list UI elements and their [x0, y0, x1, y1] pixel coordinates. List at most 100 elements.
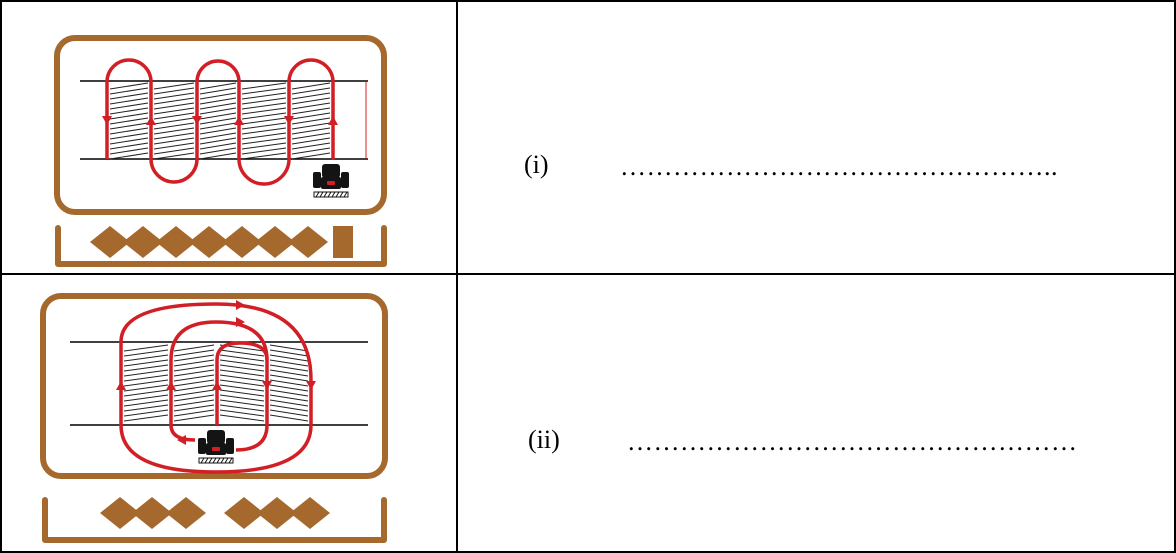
arrow-left	[177, 435, 186, 445]
hatch-line	[291, 92, 331, 100]
hatch-line	[219, 369, 265, 377]
hatch-line	[173, 349, 215, 357]
tractor-icon	[198, 430, 234, 464]
hatch-line	[241, 122, 287, 130]
hatch-line	[109, 107, 149, 115]
row-1-answer-blank[interactable]: …………………………………………..	[620, 152, 1058, 181]
hatch-line	[291, 152, 331, 160]
hatch-line	[219, 354, 265, 362]
field-boundary	[40, 293, 388, 479]
hatch-line	[123, 389, 169, 397]
hatch-line	[219, 384, 265, 392]
hatch-line	[173, 389, 215, 397]
row-1-label: (i)	[524, 150, 549, 179]
hatch-line	[241, 82, 287, 90]
hatch-line	[153, 127, 195, 135]
hatch-line	[291, 132, 331, 140]
hatch-line	[153, 107, 195, 115]
row-2-label: (ii)	[528, 425, 560, 454]
hatch-line	[269, 354, 309, 362]
hatch-line	[199, 147, 237, 155]
hatch-line	[153, 122, 195, 130]
hay-bale	[288, 226, 328, 258]
hatch-line	[291, 87, 331, 95]
arrow-up	[328, 116, 338, 125]
hatch-line	[173, 369, 215, 377]
hatch-line	[269, 389, 309, 397]
arrow-right	[236, 317, 245, 327]
hatch-line	[153, 87, 195, 95]
hatch-line	[109, 142, 149, 150]
hatch-line	[199, 107, 237, 115]
hatch-line	[173, 394, 215, 402]
hatch-line	[173, 364, 215, 372]
hatch-line	[269, 374, 309, 382]
hatch-line	[269, 384, 309, 392]
hatch-line	[123, 394, 169, 402]
hatch-line	[123, 344, 169, 352]
arrow-up	[146, 116, 156, 125]
arrow-right	[236, 300, 245, 310]
hatch-line	[269, 369, 309, 377]
hatch-line	[241, 102, 287, 110]
hatch-line	[123, 409, 169, 417]
hatch-line	[241, 152, 287, 160]
hatch-line	[199, 97, 237, 105]
row-2-answer-blank[interactable]: ……………………………………………	[627, 427, 1078, 456]
hatch-line	[291, 107, 331, 115]
hatch-line	[153, 132, 195, 140]
hatch-line	[219, 414, 265, 422]
hatch-line	[269, 404, 309, 412]
hay-bale	[189, 226, 229, 258]
hatch-line	[153, 152, 195, 160]
hatch-line	[173, 384, 215, 392]
hatch-line	[153, 137, 195, 145]
headland-tray	[55, 225, 387, 267]
hatch-line	[291, 137, 331, 145]
hatch-line	[269, 399, 309, 407]
hatch-line	[123, 364, 169, 372]
hatch-line	[153, 92, 195, 100]
hatch-line	[173, 404, 215, 412]
hatch-line	[109, 112, 149, 120]
arrow-down	[306, 381, 316, 390]
hatch-line	[219, 409, 265, 417]
arrow-up	[234, 116, 244, 125]
hatch-line	[153, 117, 195, 125]
hay-bale	[132, 497, 172, 529]
hatch-line	[123, 354, 169, 362]
tractor-icon	[313, 164, 349, 198]
hay-bale	[166, 497, 206, 529]
hay-bale	[222, 226, 262, 258]
hatch-line	[109, 137, 149, 145]
hatch-line	[153, 112, 195, 120]
tractor-route	[105, 58, 335, 186]
hatch-line	[269, 379, 309, 387]
hatch-line	[219, 399, 265, 407]
hatch-line	[291, 127, 331, 135]
hatch-line	[219, 374, 265, 382]
field-boundary	[54, 35, 387, 215]
hatch-line	[291, 117, 331, 125]
hatch-line	[173, 344, 215, 352]
hatch-line	[123, 349, 169, 357]
hatch-line	[219, 389, 265, 397]
hatch-line	[241, 92, 287, 100]
hatch-line	[123, 379, 169, 387]
hatch-line	[241, 142, 287, 150]
hay-bale	[156, 226, 196, 258]
arrow-down	[284, 116, 294, 125]
hatch-line	[173, 409, 215, 417]
bale-row	[100, 497, 330, 529]
hatch-line	[109, 132, 149, 140]
hatch-line	[173, 414, 215, 422]
hatch-line	[173, 399, 215, 407]
hatch-line	[291, 82, 331, 90]
hatch-line	[241, 87, 287, 95]
direction-arrows	[102, 116, 338, 125]
hatch-line	[241, 147, 287, 155]
hatch-line	[109, 97, 149, 105]
hatch-line	[199, 112, 237, 120]
hatch-line	[199, 137, 237, 145]
